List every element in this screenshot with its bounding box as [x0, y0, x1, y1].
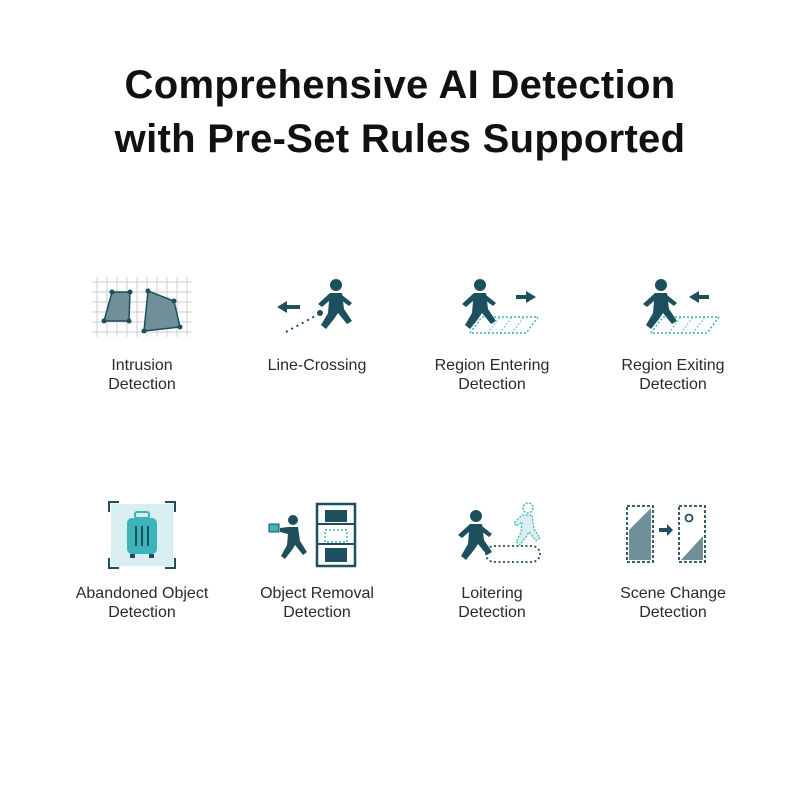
feature-label-line1: Intrusion [111, 357, 173, 374]
feature-label-line1: Region Exiting [621, 357, 725, 374]
feature-label-line1: Region Entering [434, 357, 550, 374]
feature-label-line2: Detection [639, 376, 707, 393]
feature-object-removal-detection: Object Removal Detection [222, 500, 412, 622]
feature-label: Intrusion Detection [108, 356, 176, 394]
feature-label: Region Entering Detection [435, 356, 550, 394]
feature-line-crossing: Line-Crossing [222, 272, 412, 375]
feature-label: Scene Change Detection [620, 584, 726, 622]
page-title: Comprehensive AI Detection with Pre-Set … [0, 58, 800, 166]
feature-label-line2: Detection [458, 604, 526, 621]
feature-label: Abandoned Object Detection [76, 584, 209, 622]
loitering-icon [437, 500, 547, 570]
feature-scene-change-detection: Scene Change Detection [578, 500, 768, 622]
feature-label: Loitering Detection [458, 584, 526, 622]
feature-abandoned-object-detection: Abandoned Object Detection [47, 500, 237, 622]
feature-label: Region Exiting Detection [621, 356, 724, 394]
object-removal-icon [262, 500, 372, 570]
feature-label-line2: Detection [639, 604, 707, 621]
feature-region-exiting-detection: Region Exiting Detection [578, 272, 768, 394]
feature-label-line2: Detection [108, 604, 176, 621]
region-entering-icon [437, 272, 547, 342]
feature-label-line2: Detection [283, 604, 351, 621]
page-title-line2: with Pre-Set Rules Supported [114, 117, 686, 161]
scene-change-icon [618, 500, 728, 570]
feature-region-entering-detection: Region Entering Detection [397, 272, 587, 394]
feature-label: Line-Crossing [268, 356, 367, 375]
region-exiting-icon [618, 272, 728, 342]
intrusion-icon [87, 272, 197, 342]
feature-label-line1: Object Removal [260, 585, 374, 602]
feature-label-line1: Abandoned Object [75, 585, 209, 602]
feature-label-line1: Line-Crossing [267, 357, 367, 374]
line-crossing-icon [262, 272, 372, 342]
feature-intrusion-detection: Intrusion Detection [47, 272, 237, 394]
feature-label-line2: Detection [108, 376, 176, 393]
abandoned-object-icon [87, 500, 197, 570]
feature-loitering-detection: Loitering Detection [397, 500, 587, 622]
feature-label-line1: Scene Change [620, 585, 726, 602]
feature-label-line2: Detection [458, 376, 526, 393]
feature-label-line1: Loitering [461, 585, 523, 602]
feature-label: Object Removal Detection [260, 584, 374, 622]
page-title-line1: Comprehensive AI Detection [124, 63, 676, 107]
